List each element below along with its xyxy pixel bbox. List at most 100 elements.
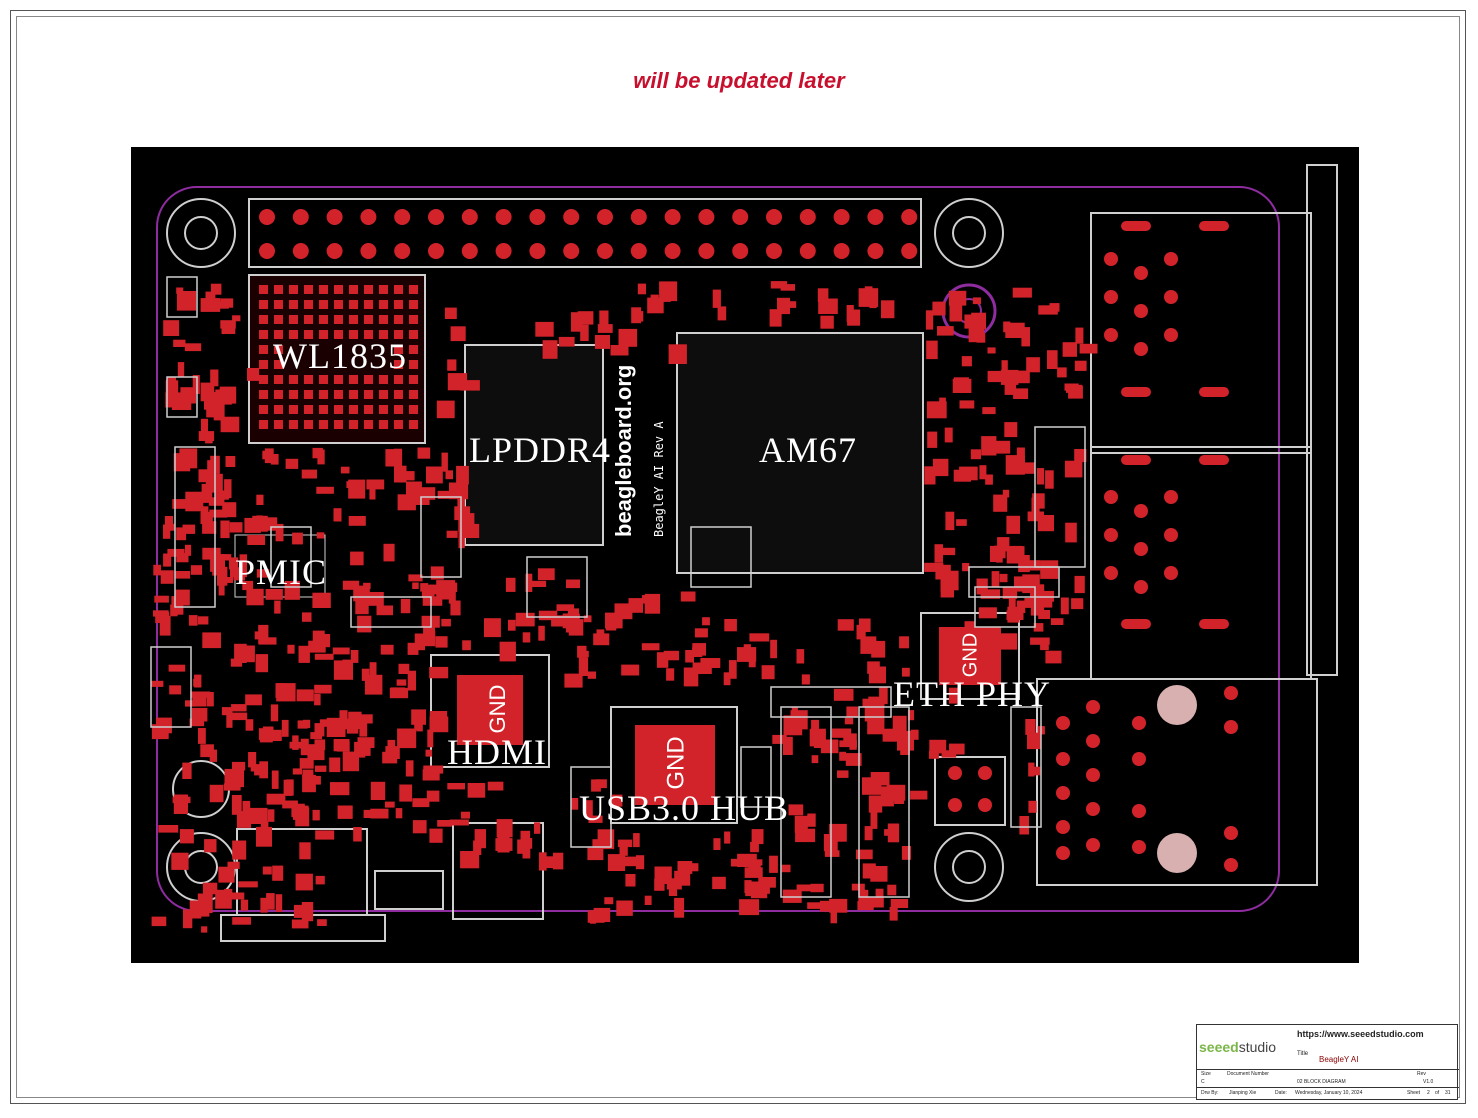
smd-pad [1057, 367, 1067, 378]
smd-pad [567, 608, 579, 618]
module-pad [409, 405, 418, 414]
smd-pad [971, 312, 986, 330]
smd-pad [232, 917, 251, 925]
smd-pad [856, 624, 866, 640]
smd-pad [761, 665, 775, 680]
smd-pad [949, 304, 963, 322]
round-pad [1164, 566, 1178, 580]
smd-pad [886, 784, 906, 801]
smd-pad [925, 310, 934, 330]
module-pad [379, 375, 388, 384]
hdmi-label: HDMI [447, 732, 547, 772]
smd-pad [460, 380, 480, 391]
smd-pad [173, 453, 191, 472]
smd-pad [641, 643, 660, 651]
module-pad [319, 405, 328, 414]
smd-pad [198, 431, 215, 441]
smd-pad [868, 795, 883, 813]
header-pin [901, 243, 918, 259]
smd-pad [833, 688, 854, 701]
smd-pad [393, 448, 403, 467]
smd-pad [621, 664, 640, 676]
smd-pad [700, 658, 721, 668]
smd-pad [607, 854, 626, 871]
round-pad [1132, 752, 1146, 766]
smd-pad [712, 289, 721, 308]
smd-pad [944, 427, 953, 443]
smd-pad [985, 474, 993, 485]
module-pad [334, 375, 343, 384]
round-pad [1134, 504, 1148, 518]
header-pin [495, 243, 512, 259]
round-pad [1104, 290, 1118, 304]
module-pad [319, 375, 328, 384]
smd-pad [292, 768, 302, 775]
header-pin [259, 243, 275, 259]
smd-pad [159, 615, 171, 636]
module-pad [349, 375, 358, 384]
smd-pad [616, 900, 633, 916]
smd-pad [811, 755, 819, 764]
smd-pad [202, 521, 217, 534]
component-outline [150, 646, 192, 728]
module-pad [379, 405, 388, 414]
smd-pad [953, 469, 971, 482]
smd-pad [1050, 618, 1064, 625]
smd-pad [990, 545, 1001, 562]
module-pad [394, 360, 403, 369]
smd-pad [724, 619, 737, 632]
smd-pad [1064, 460, 1083, 478]
round-pad [1224, 686, 1238, 700]
smd-pad [610, 794, 623, 807]
smd-pad [1003, 321, 1011, 333]
smd-pad [302, 612, 312, 622]
smd-pad [151, 680, 164, 687]
smd-pad [296, 689, 314, 702]
smd-pad [770, 639, 777, 659]
component-outline [174, 446, 216, 608]
smd-pad [987, 347, 996, 354]
smd-pad [934, 544, 943, 563]
component-outline [270, 526, 312, 588]
module-pad [274, 375, 283, 384]
smd-pad [229, 557, 239, 570]
size-label: Size [1201, 1071, 1211, 1077]
smd-pad [407, 670, 416, 691]
header-pin [766, 243, 782, 259]
smd-pad [383, 543, 395, 562]
round-pad [1056, 716, 1070, 730]
smd-pad [644, 593, 661, 614]
smd-pad [902, 667, 910, 677]
smd-pad [846, 305, 854, 322]
smd-pad [306, 775, 321, 785]
smd-pad [945, 511, 955, 531]
smd-pad [314, 723, 325, 737]
smd-pad [551, 615, 567, 627]
smd-pad [953, 377, 969, 391]
module-pad [289, 315, 298, 324]
smd-pad [692, 643, 706, 656]
header-pin [394, 243, 411, 259]
smd-pad [538, 610, 558, 621]
smd-pad [666, 878, 682, 890]
smd-pad [357, 615, 372, 633]
title-block-row-divider [1197, 1087, 1459, 1088]
header-pin [664, 209, 681, 225]
smd-pad [376, 605, 393, 616]
smd-pad [713, 838, 721, 850]
smd-pad [752, 884, 770, 894]
smd-pad [542, 340, 558, 359]
module-pad [319, 315, 328, 324]
smd-pad [172, 499, 191, 509]
smd-pad [437, 490, 457, 499]
smd-pad [190, 565, 203, 575]
smd-pad [231, 704, 247, 712]
rev-value: V1.0 [1423, 1079, 1434, 1085]
smd-pad [723, 672, 731, 686]
round-pad [1132, 804, 1146, 818]
smd-pad [239, 554, 247, 573]
header-pin [698, 209, 715, 225]
header-pin [529, 209, 546, 225]
smd-pad [329, 757, 341, 773]
header-pin [292, 243, 309, 259]
